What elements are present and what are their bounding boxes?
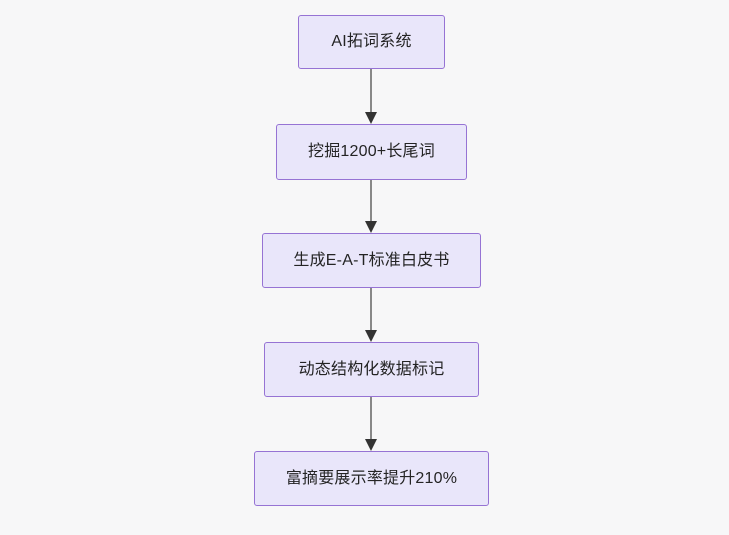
flow-node-label: 富摘要展示率提升210% (285, 469, 458, 487)
flow-node-generate-eat-whitepaper[interactable]: 生成E-A-T标准白皮书 (262, 233, 481, 288)
connector-arrow-1 (359, 69, 383, 124)
flow-node-rich-snippet-impression-lift[interactable]: 富摘要展示率提升210% (254, 451, 489, 506)
flow-node-label: 生成E-A-T标准白皮书 (293, 251, 450, 269)
flow-node-dynamic-structured-data-markup[interactable]: 动态结构化数据标记 (264, 342, 479, 397)
connector-arrow-1-svg (365, 69, 377, 124)
connector-arrow-2-svg (365, 180, 377, 233)
arrowhead-icon (365, 330, 377, 342)
flow-node-mine-longtail-keywords[interactable]: 挖掘1200+长尾词 (276, 124, 467, 180)
connector-arrow-4 (359, 397, 383, 451)
connector-arrow-3-svg (365, 288, 377, 342)
connector-arrow-2 (359, 180, 383, 233)
flow-node-ai-keyword-system[interactable]: AI拓词系统 (298, 15, 445, 69)
flow-node-label: AI拓词系统 (331, 33, 412, 51)
arrowhead-icon (365, 439, 377, 451)
flow-node-label: 动态结构化数据标记 (298, 360, 445, 378)
arrowhead-icon (365, 221, 377, 233)
arrowhead-icon (365, 112, 377, 124)
flow-node-label: 挖掘1200+长尾词 (308, 143, 435, 161)
connector-arrow-4-svg (365, 397, 377, 451)
connector-arrow-3 (359, 288, 383, 342)
